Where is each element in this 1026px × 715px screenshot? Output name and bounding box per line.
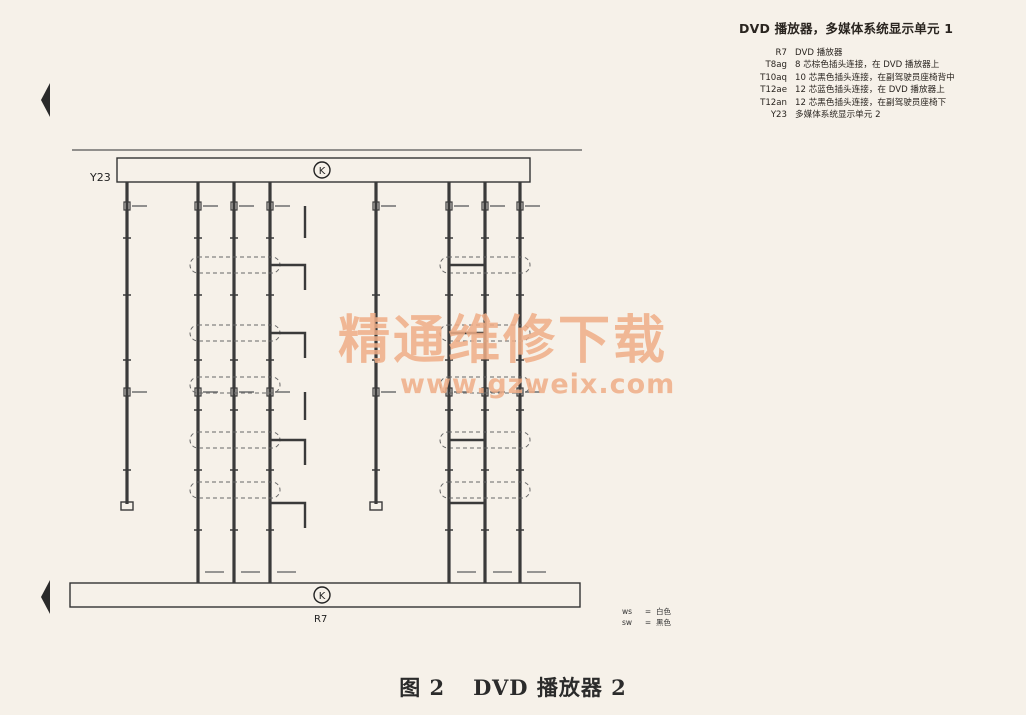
legend-code: T12an [760, 97, 787, 108]
connector-pin-mark [516, 201, 524, 211]
legend-row: T12an 12 芯黑色插头连接，在副驾驶员座椅下 [735, 97, 1020, 109]
legend-desc: 10 芯黑色插头连接，在副驾驶员座椅背中 [795, 72, 955, 83]
legend-code: T10aq [760, 72, 787, 83]
legend-desc: 12 芯蓝色插头连接，在 DVD 播放器上 [795, 85, 945, 96]
wire-termination [369, 501, 383, 511]
watermark: 精通维修下载 www.gzweix.com [338, 312, 675, 400]
shield-oval [439, 256, 531, 274]
wire-branch [447, 263, 485, 290]
page-arrow-bottom [41, 580, 50, 614]
legend-title: DVD 播放器，多媒体系统显示单元 1 [739, 21, 954, 36]
color-key-meaning: 黑色 [656, 617, 671, 627]
legend-row: R7 DVD 播放器 [735, 47, 1020, 59]
color-key-row: ws = 白色 [622, 607, 671, 618]
shield-oval [439, 324, 531, 342]
r7-label: R7 [314, 614, 327, 625]
legend-row: Y23 多媒体系统显示单元 2 [735, 109, 1020, 121]
r7-circle-letter: K [319, 591, 326, 602]
y23-connector-circle [313, 161, 331, 179]
color-key-meaning: 白色 [656, 607, 671, 616]
wire-branch [270, 263, 307, 290]
legend-row: T12ae 12 芯蓝色插头连接，在 DVD 播放器上 [735, 84, 1020, 96]
figure-number: 图 2 [399, 675, 446, 700]
r7-component-box [69, 582, 581, 608]
connector-pin-mark [194, 201, 202, 211]
connector-pin-mark [230, 201, 238, 211]
legend-desc: 12 芯黑色插头连接，在副驾驶员座椅下 [795, 97, 947, 108]
figure-caption: 图 2 DVD 播放器 2 [0, 672, 1026, 702]
shield-oval [439, 431, 531, 449]
legend-code: T12ae [760, 85, 787, 96]
wire-termination [120, 501, 134, 511]
connector-pin-mark [266, 387, 274, 397]
legend-desc: 8 芯棕色插头连接，在 DVD 播放器上 [795, 60, 940, 71]
wire-branch [447, 501, 485, 528]
legend-code: R7 [775, 48, 787, 58]
shield-oval [439, 376, 531, 394]
shield-oval [439, 481, 531, 499]
connector-pin-mark [445, 387, 453, 397]
connector-pin-mark [481, 387, 489, 397]
r7-connector-circle [313, 586, 331, 604]
color-key-row: sw = 黑色 [622, 618, 671, 629]
wire-branch [270, 331, 307, 358]
connector-pin-mark [123, 201, 131, 211]
shield-oval [189, 481, 281, 499]
connector-pin-mark [372, 387, 380, 397]
y23-label: Y23 [89, 171, 111, 184]
connector-pin-mark [230, 387, 238, 397]
legend-code: Y23 [770, 110, 787, 121]
color-key-code: ws [622, 607, 633, 616]
color-key-code: sw [622, 617, 633, 627]
connector-pin-mark [123, 387, 131, 397]
legend-desc: 多媒体系统显示单元 2 [795, 110, 881, 121]
color-key-equals: = [644, 617, 652, 627]
y23-component-box [116, 157, 531, 183]
wire-branch [447, 331, 485, 358]
legend-row: T10aq 10 芯黑色插头连接，在副驾驶员座椅背中 [735, 72, 1020, 84]
shield-oval [189, 376, 281, 394]
color-key-equals: = [644, 607, 652, 616]
wire-group [120, 182, 546, 583]
figure-title: DVD 播放器 2 [473, 675, 627, 700]
legend-desc: DVD 播放器 [795, 48, 843, 58]
component-legend: DVD 播放器，多媒体系统显示单元 1 R7 DVD 播放器 T8ag 8 芯棕色插… [735, 18, 1020, 121]
connector-pin-mark [481, 201, 489, 211]
page-arrow-top [41, 83, 50, 117]
watermark-url: www.gzweix.com [400, 369, 676, 400]
connector-pin-mark [445, 201, 453, 211]
wire-branch [447, 438, 485, 465]
legend-row: T8ag 8 芯棕色插头连接，在 DVD 播放器上 [735, 59, 1020, 71]
connector-pin-mark [516, 387, 524, 397]
y23-circle-letter: K [319, 166, 326, 177]
watermark-text: 精通维修下载 [338, 311, 669, 371]
wire-branch [270, 438, 307, 465]
legend-code: T8ag [765, 60, 787, 71]
connector-pin-mark [266, 201, 274, 211]
wire-color-key: ws = 白色 sw = 黑色 [622, 607, 671, 628]
connector-pin-mark [372, 201, 380, 211]
wire-branch [270, 501, 307, 528]
